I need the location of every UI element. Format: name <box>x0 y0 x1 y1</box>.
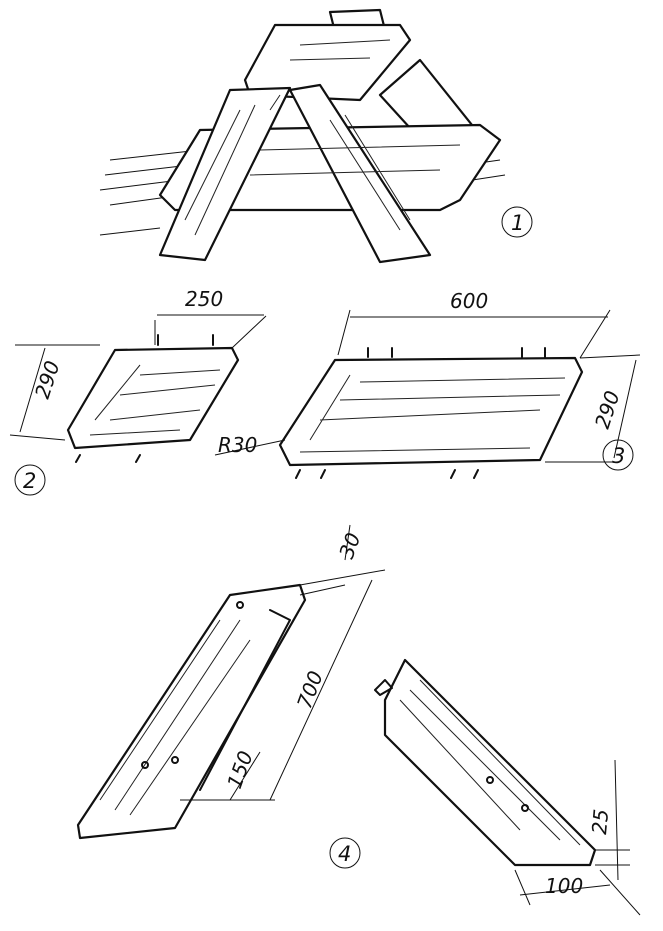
dimension-150: 150 <box>222 748 258 792</box>
figure-2-label: 2 <box>23 469 36 493</box>
dimension-600: 600 <box>450 289 488 313</box>
dimension-r30: R30 <box>218 433 257 457</box>
assembled-stool-drawing: 1 <box>99 8 533 264</box>
figure-3-circle <box>602 439 634 471</box>
dimension-25: 25 <box>587 808 613 835</box>
figure-2-circle <box>14 464 46 496</box>
figure-1-label: 1 <box>511 211 524 235</box>
dimension-700: 700 <box>292 668 328 712</box>
legs-drawing: 30 700 150 25 100 4 <box>76 524 641 916</box>
dimension-30: 30 <box>334 530 365 562</box>
dimension-290-left: 290 <box>30 358 65 402</box>
dimension-290-right: 290 <box>590 388 625 432</box>
dimension-250: 250 <box>185 287 223 311</box>
figure-1-circle <box>501 206 533 238</box>
small-seat-drawing: 250 290 2 <box>9 287 267 496</box>
figure-3-label: 3 <box>612 444 625 468</box>
figure-4-circle <box>329 837 361 869</box>
figure-4-label: 4 <box>338 842 351 866</box>
long-seat-drawing: 600 290 R30 3 <box>214 289 641 479</box>
dimension-100: 100 <box>545 874 583 898</box>
